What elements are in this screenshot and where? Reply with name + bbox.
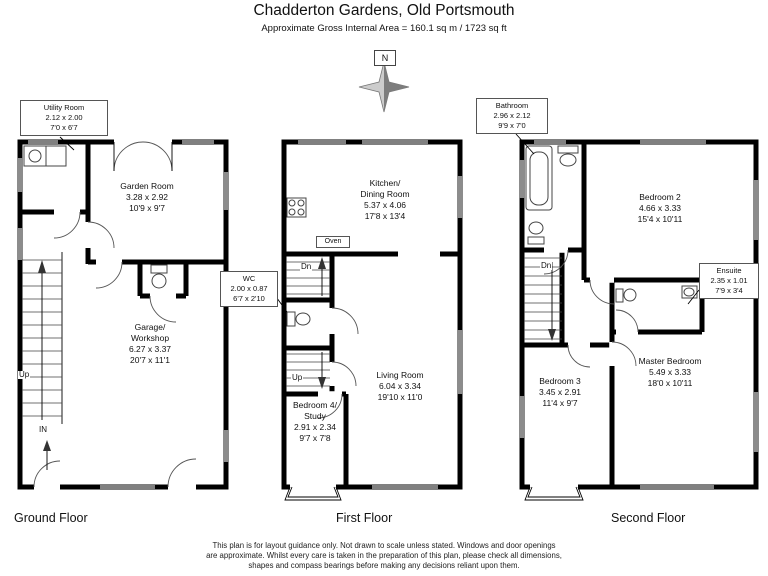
- room-name: Utility Room: [43, 103, 85, 112]
- room-dim-imperial: 11'4 x 9'7: [542, 398, 578, 409]
- room-dim-imperial: 15'4 x 10'11: [637, 214, 683, 225]
- first-floor-bay-window: [284, 486, 342, 501]
- bedroom3-label: Bedroom 3 3.45 x 2.91 11'4 x 9'7: [520, 376, 600, 409]
- second-floor-stairs: [524, 257, 562, 341]
- up-label-first: Up: [291, 373, 304, 382]
- page-subtitle: Approximate Gross Internal Area = 160.1 …: [261, 23, 507, 34]
- room-name: Bedroom 3: [539, 376, 581, 386]
- dn-label-first: Dn: [300, 262, 313, 271]
- room-name: Garden Room: [120, 181, 174, 191]
- room-dim-metric: 2.96 x 2.12: [493, 111, 531, 121]
- room-name: WC: [242, 274, 256, 283]
- room-name: Garage/: [134, 322, 166, 332]
- room-dim-metric: 6.04 x 3.34: [378, 381, 422, 392]
- kitchen-dining-label: Kitchen/ Dining Room 5.37 x 4.06 17'8 x …: [335, 178, 435, 222]
- room-dim-metric: 2.35 x 1.01: [710, 276, 748, 286]
- disclaimer-line-1: This plan is for layout guidance only. N…: [212, 541, 556, 550]
- room-dim-metric: 2.91 x 2.34: [293, 422, 337, 433]
- room-name: Master Bedroom: [638, 356, 702, 366]
- compass-rose: [358, 61, 410, 113]
- room-dim-imperial: 20'7 x 11'1: [130, 355, 170, 366]
- second-floor-title: Second Floor: [611, 511, 686, 525]
- second-floor-bay-window: [524, 486, 584, 501]
- ensuite-callout-line: [687, 289, 700, 305]
- bath-icon: [525, 145, 553, 211]
- bathroom-sink-icon: [557, 145, 579, 167]
- ground-floor-walls: [17, 139, 229, 490]
- up-label-ground: Up: [18, 370, 31, 379]
- room-dim-imperial: 10'9 x 9'7: [129, 203, 165, 214]
- in-label: IN: [38, 425, 48, 434]
- disclaimer-line-3: shapes and compass bearings before makin…: [248, 561, 520, 570]
- ground-toilet-icon: [150, 264, 168, 289]
- bedroom2-label: Bedroom 2 4.66 x 3.33 15'4 x 10'11: [615, 192, 705, 225]
- room-name: Ensuite: [716, 266, 742, 275]
- utility-sink-icon: [23, 145, 67, 167]
- room-dim-metric: 3.28 x 2.92: [125, 192, 169, 203]
- room-dim-imperial: 18'0 x 10'11: [647, 378, 693, 389]
- room-dim-metric: 4.66 x 3.33: [638, 203, 682, 214]
- garage-workshop-label: Garage/ Workshop 6.27 x 3.37 20'7 x 11'1: [102, 322, 198, 366]
- bathroom-callout: Bathroom 2.96 x 2.12 9'9 x 7'0: [476, 98, 548, 135]
- ensuite-toilet-icon: [615, 288, 637, 303]
- room-name: Bedroom 2: [639, 192, 681, 202]
- master-bedroom-label: Master Bedroom 5.49 x 3.33 18'0 x 10'11: [620, 356, 720, 389]
- ensuite-callout: Ensuite 2.35 x 1.01 7'9 x 3'4: [699, 263, 759, 300]
- room-dim-imperial: 7'0 x 6'7: [50, 123, 78, 133]
- room-dim-metric: 5.37 x 4.06: [363, 200, 407, 211]
- room-dim-imperial: 19'10 x 11'0: [377, 392, 423, 403]
- entry-arrow: [43, 440, 51, 470]
- compass-north-label: N: [374, 50, 396, 66]
- dn-label-second: Dn: [540, 261, 553, 270]
- first-floor-walls: [281, 139, 463, 490]
- ground-floor-title: Ground Floor: [14, 511, 88, 525]
- room-name: Bathroom: [495, 101, 529, 110]
- page-title: Chadderton Gardens, Old Portsmouth: [253, 2, 515, 19]
- room-dim-imperial: 9'9 x 7'0: [498, 121, 526, 131]
- ensuite-sink-icon: [681, 285, 698, 299]
- first-wc-toilet-icon: [286, 311, 311, 327]
- room-name: Study: [304, 411, 326, 422]
- room-dim-imperial: 17'8 x 13'4: [364, 211, 406, 222]
- room-dim-metric: 3.45 x 2.91: [538, 387, 582, 398]
- room-dim-metric: 5.49 x 3.33: [648, 367, 692, 378]
- bathroom-callout-line: [515, 133, 535, 155]
- bedroom4-study-label: Bedroom 4/ Study 2.91 x 2.34 9'7 x 7'8: [283, 400, 347, 444]
- garden-room-label: Garden Room 3.28 x 2.92 10'9 x 9'7: [99, 181, 195, 214]
- hob-icon: [286, 197, 307, 218]
- living-room-label: Living Room 6.04 x 3.34 19'10 x 11'0: [352, 370, 448, 403]
- room-dim-metric: 2.00 x 0.87: [230, 284, 268, 294]
- bathroom-toilet-icon: [527, 221, 545, 245]
- room-name: Bedroom 4/: [293, 400, 337, 410]
- oven-label: Oven: [316, 236, 350, 248]
- utility-callout-line: [59, 136, 75, 151]
- ground-floor-stairs: [22, 252, 63, 424]
- room-dim-imperial: 6'7 x 2'10: [233, 294, 265, 304]
- utility-room-callout: Utility Room 2.12 x 2.00 7'0 x 6'7: [20, 100, 108, 137]
- room-name: Dining Room: [360, 189, 410, 200]
- room-dim-imperial: 9'7 x 7'8: [299, 433, 331, 444]
- room-name: Workshop: [130, 333, 170, 344]
- room-dim-metric: 2.12 x 2.00: [45, 113, 83, 123]
- first-floor-title: First Floor: [336, 511, 393, 525]
- room-dim-metric: 6.27 x 3.37: [128, 344, 172, 355]
- wc-callout: WC 2.00 x 0.87 6'7 x 2'10: [220, 271, 278, 308]
- room-name: Kitchen/: [369, 178, 401, 188]
- room-dim-imperial: 7'9 x 3'4: [715, 286, 743, 296]
- room-name: Living Room: [376, 370, 424, 380]
- disclaimer-line-2: are approximate. Whilst every care is ta…: [206, 551, 562, 560]
